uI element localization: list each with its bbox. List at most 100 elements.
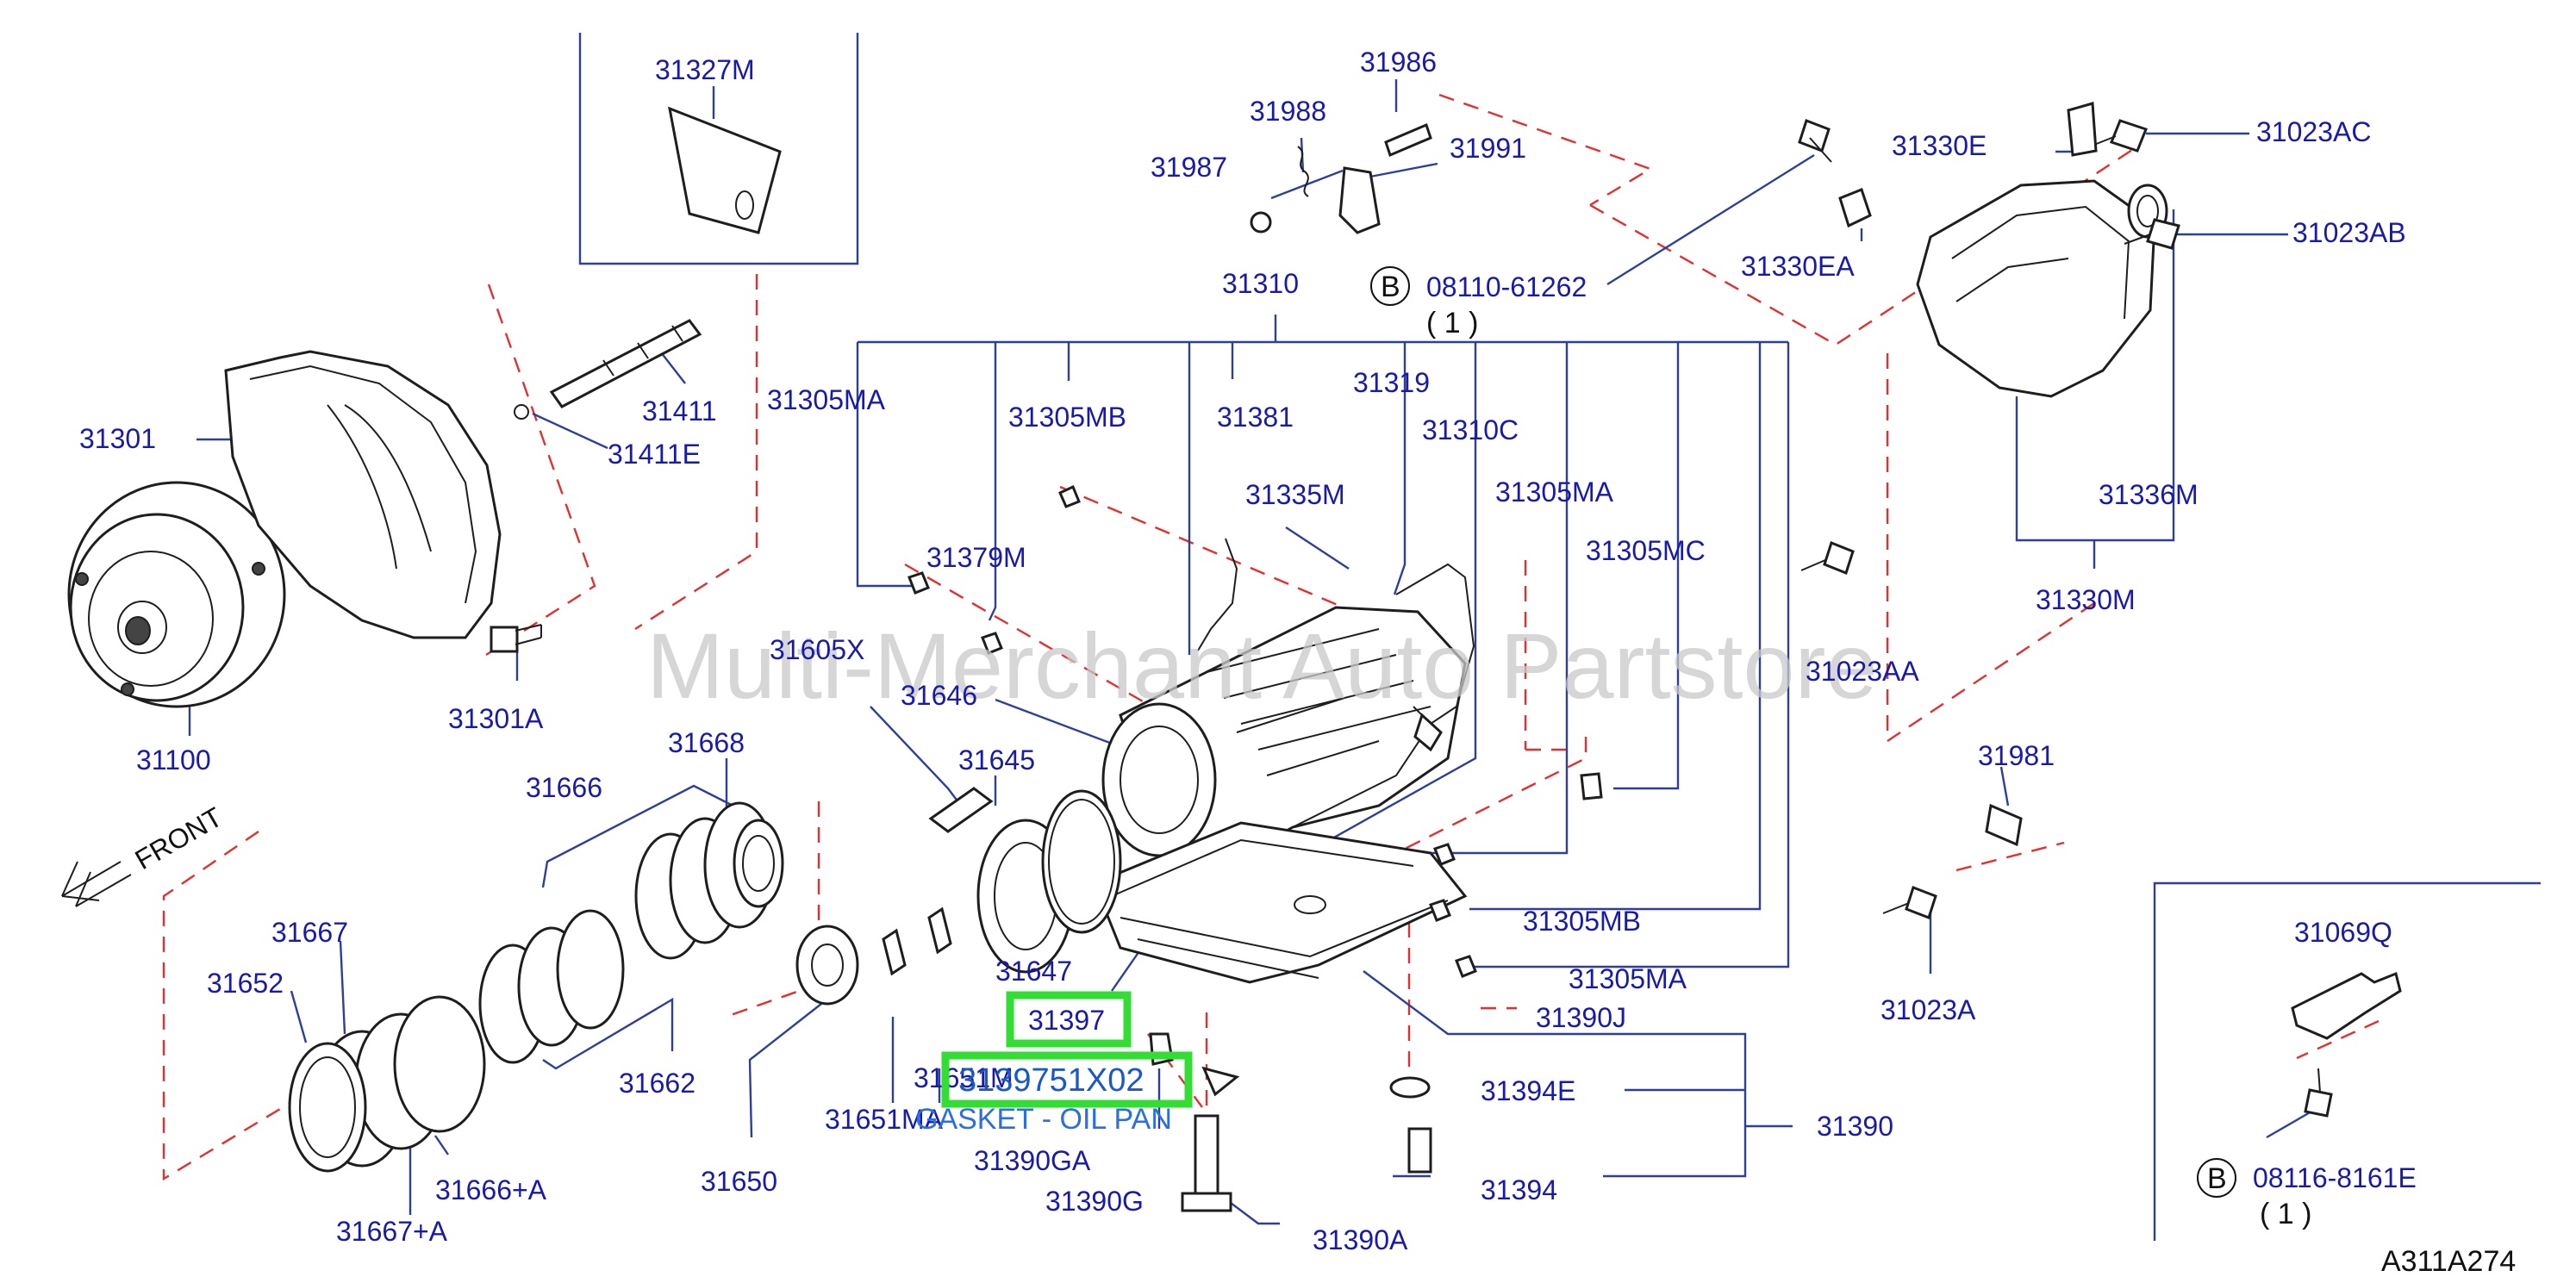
- guide-line: [1438, 93, 1653, 207]
- label-31023AB[interactable]: 31023AB: [2292, 217, 2406, 248]
- leader-0811061262: [1606, 153, 1815, 286]
- highlight-replacement-number[interactable]: 3139751X02: [958, 1062, 1145, 1099]
- label-31381[interactable]: 31381: [1217, 402, 1294, 433]
- label-31667[interactable]: 31667: [271, 917, 348, 948]
- label-31668[interactable]: 31668: [668, 727, 745, 758]
- label-31390GA[interactable]: 31390GA: [974, 1145, 1091, 1176]
- front-label: FRONT: [130, 801, 228, 875]
- label-31305MA-c[interactable]: 31305MA: [1569, 963, 1687, 994]
- label-31605X[interactable]: 31605X: [770, 634, 864, 665]
- watermark: Multi-Merchant Auto Partstore: [646, 613, 1878, 718]
- leader-31305MA-c: [1465, 342, 1790, 968]
- label-31390J[interactable]: 31390J: [1536, 1002, 1626, 1033]
- label-31330E[interactable]: 31330E: [1892, 130, 1987, 161]
- label-31305MA-a[interactable]: 31305MA: [767, 384, 886, 415]
- label-31301A[interactable]: 31301A: [448, 703, 544, 734]
- leader-31335M: [1285, 526, 1350, 570]
- inset-box: [578, 33, 859, 265]
- label-31330EA[interactable]: 31330EA: [1741, 251, 1855, 282]
- leader-0811681: [2266, 1110, 2312, 1139]
- label-31336M[interactable]: 31336M: [2099, 479, 2199, 510]
- label-31390[interactable]: 31390: [1817, 1111, 1893, 1142]
- leader-31310C: [1275, 342, 1477, 872]
- label-31662[interactable]: 31662: [619, 1068, 695, 1099]
- label-31650[interactable]: 31650: [701, 1166, 777, 1197]
- highlight-box-31397[interactable]: [1006, 991, 1132, 1048]
- label-31667A[interactable]: 31667+A: [336, 1216, 448, 1247]
- label-31310C[interactable]: 31310C: [1422, 414, 1519, 445]
- label-31390A[interactable]: 31390A: [1313, 1224, 1408, 1255]
- highlighted-part[interactable]: 31397 31651M 3139751X02 GASKET - OIL PAN: [914, 991, 1193, 1136]
- guide-line: [485, 283, 596, 657]
- bolt-31301A: [490, 624, 542, 653]
- leader-31305MB-b: [1469, 342, 1762, 911]
- label-31301[interactable]: 31301: [79, 423, 156, 454]
- highlight-description: GASKET - OIL PAN: [915, 1103, 1172, 1136]
- leader-31666A: [434, 1135, 449, 1155]
- label-31305MB-a[interactable]: 31305MB: [1008, 402, 1126, 433]
- label-31327M[interactable]: 31327M: [655, 54, 755, 85]
- label-31646[interactable]: 31646: [901, 680, 977, 711]
- clutch-packs: [288, 801, 784, 1173]
- guide-line: [1240, 737, 1587, 932]
- label-08116-8161E[interactable]: 08116-8161E: [2253, 1162, 2417, 1193]
- label-31394E[interactable]: 31394E: [1481, 1075, 1575, 1106]
- label-31394[interactable]: 31394: [1481, 1174, 1557, 1205]
- label-31411E[interactable]: 31411E: [608, 439, 701, 470]
- label-31100[interactable]: 31100: [136, 744, 211, 775]
- callout-qty: ( 1 ): [1426, 307, 1478, 339]
- label-31981[interactable]: 31981: [1978, 740, 2055, 771]
- leader-31379M: [988, 342, 997, 621]
- label-31666[interactable]: 31666: [526, 772, 602, 803]
- label-31651M-overlapped: 31651M: [914, 1062, 1014, 1093]
- label-31988[interactable]: 31988: [1250, 96, 1326, 127]
- leader-31605X: [870, 706, 962, 807]
- callout-bolt-2: B 08116-8161E ( 1 ): [2197, 1158, 2417, 1230]
- converter-housing: [224, 350, 502, 639]
- label-31647[interactable]: 31647: [995, 956, 1072, 987]
- bolts-right: [1798, 119, 2180, 919]
- leader-31390A: [1223, 1197, 1280, 1225]
- label-31651MA[interactable]: 31651MA: [825, 1104, 944, 1135]
- label-31666A[interactable]: 31666+A: [435, 1174, 547, 1205]
- leader-31411E: [532, 412, 608, 450]
- label-31411[interactable]: 31411: [642, 395, 717, 427]
- label-31310[interactable]: 31310: [1222, 268, 1299, 299]
- inset-box: [2153, 881, 2541, 1241]
- guide-line: [162, 831, 363, 1181]
- leader-31662: [542, 997, 674, 1070]
- label-31652[interactable]: 31652: [207, 968, 284, 999]
- label-31330M[interactable]: 31330M: [2036, 584, 2136, 615]
- label-31305MA-b[interactable]: 31305MA: [1495, 476, 1614, 508]
- label-31023AA[interactable]: 31023AA: [1806, 656, 1919, 687]
- label-31319[interactable]: 31319: [1353, 367, 1430, 398]
- label-31069Q[interactable]: 31069Q: [2294, 917, 2392, 948]
- leader-31390J: [1363, 970, 1747, 1178]
- highlight-part-number[interactable]: 31397: [1028, 1005, 1105, 1036]
- front-arrow: [61, 861, 132, 907]
- label-31335M[interactable]: 31335M: [1245, 479, 1345, 510]
- guide-line: [634, 274, 758, 631]
- leader-31667: [339, 940, 346, 1035]
- label-31305MC[interactable]: 31305MC: [1586, 535, 1706, 566]
- label-31305MB-b[interactable]: 31305MB: [1523, 906, 1641, 937]
- leader-31305MA: [856, 342, 915, 588]
- input-shaft: [514, 319, 702, 420]
- label-31379M[interactable]: 31379M: [926, 542, 1026, 573]
- label-31987[interactable]: 31987: [1151, 152, 1227, 183]
- label-31023A[interactable]: 31023A: [1881, 994, 1976, 1025]
- label-31645[interactable]: 31645: [958, 744, 1035, 775]
- bracket-31069Q: [2291, 971, 2402, 1118]
- leader-31652: [290, 990, 308, 1043]
- pump-parts: [795, 787, 1122, 1006]
- leader-31981: [1999, 766, 2010, 807]
- blue-leader-lines: [188, 33, 2541, 1241]
- label-31986[interactable]: 31986: [1360, 47, 1437, 78]
- label-08110-61262[interactable]: 08110-61262: [1426, 271, 1587, 302]
- label-31023AC[interactable]: 31023AC: [2256, 116, 2371, 147]
- label-31390G[interactable]: 31390G: [1045, 1186, 1144, 1217]
- label-31991[interactable]: 31991: [1450, 133, 1526, 164]
- leader-31650: [748, 1003, 822, 1138]
- highlight-box-replacement[interactable]: [941, 1051, 1193, 1108]
